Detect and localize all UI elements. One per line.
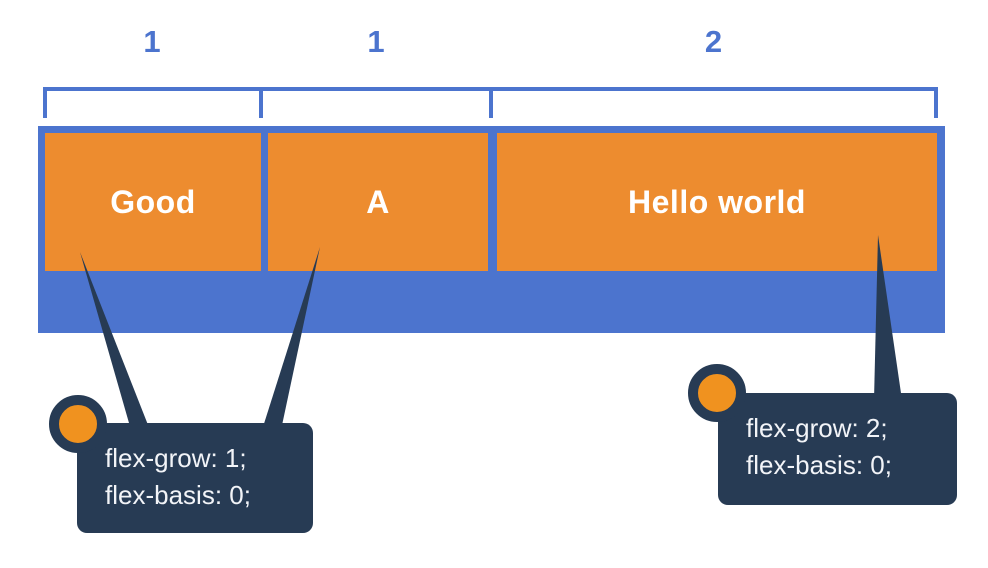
flex-item-hello-world: Hello world (497, 133, 937, 271)
flex-item-label: Good (110, 183, 196, 220)
bracket-value-grow-2: 2 (704, 24, 723, 59)
callout-bullet-icon (49, 395, 107, 453)
callout-code-line: flex-grow: 1; (105, 443, 247, 473)
callout-code-line: flex-grow: 2; (746, 413, 888, 443)
bracket-tick (259, 87, 263, 118)
callout-code-line: flex-basis: 0; (746, 450, 892, 480)
bracket-tick (489, 87, 493, 118)
bracket-tick (934, 87, 938, 118)
flex-container: Good A Hello world (38, 126, 945, 333)
flex-item-good: Good (45, 133, 261, 271)
bracket-tick (43, 87, 47, 118)
flex-item-label: Hello world (628, 183, 806, 220)
callout-bullet-icon (688, 364, 746, 422)
callout-flex-grow-1: flex-grow: 1; flex-basis: 0; (49, 395, 313, 533)
bracket-value-grow-1a: 1 (143, 24, 161, 59)
callout-flex-grow-2: flex-grow: 2; flex-basis: 0; (688, 364, 957, 505)
flex-item-a: A (268, 133, 488, 271)
callout-code-line: flex-basis: 0; (105, 480, 251, 510)
flex-item-label: A (366, 183, 390, 220)
bracket-value-grow-1b: 1 (367, 24, 385, 59)
